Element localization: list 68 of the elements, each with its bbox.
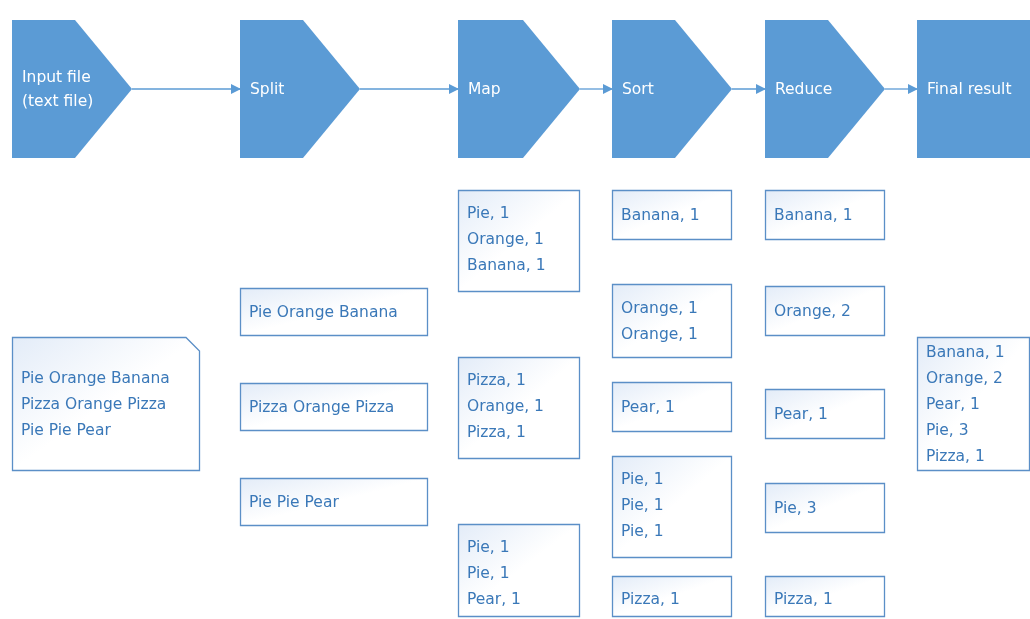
- data-text: Pie, 1: [467, 563, 511, 584]
- data-text: Pie, 3: [774, 498, 817, 519]
- data-text: Pear, 1: [774, 404, 828, 425]
- data-text: Orange, 1: [621, 298, 698, 319]
- step-label: Split: [250, 79, 286, 100]
- data-box: [240, 288, 428, 336]
- data-text: Pie Orange Banana: [249, 302, 398, 323]
- step-label: Final result: [927, 79, 1012, 100]
- step-label: Sort: [622, 79, 655, 100]
- data-text: Pie, 1: [621, 469, 664, 490]
- data-box: [458, 190, 580, 292]
- process-step: [765, 20, 885, 158]
- process-step: [612, 20, 732, 158]
- document-shape: [12, 337, 200, 471]
- data-text: Banana, 1: [774, 205, 853, 226]
- data-text: Pie, 1: [621, 521, 664, 542]
- process-box: [917, 20, 1030, 158]
- data-box: [612, 456, 732, 558]
- data-text: Pizza Orange Pizza: [21, 394, 168, 415]
- data-text: Pear, 1: [926, 394, 981, 415]
- data-text: Pizza, 1: [774, 589, 833, 610]
- data-text: Banana, 1: [621, 205, 700, 226]
- data-box: [612, 284, 732, 358]
- step-label: Map: [468, 79, 502, 100]
- data-box: [612, 190, 732, 240]
- data-text: Pizza, 1: [926, 446, 986, 467]
- data-box: [765, 483, 885, 533]
- data-text: Pie Pie Pear: [21, 420, 112, 441]
- data-box: [765, 576, 885, 617]
- data-text: Pear, 1: [467, 589, 521, 610]
- process-step: [240, 20, 360, 158]
- data-box: [458, 357, 580, 459]
- data-box: [612, 382, 732, 432]
- process-step: [12, 20, 132, 158]
- data-box: [612, 576, 732, 617]
- data-text: Pie, 1: [467, 537, 511, 558]
- data-box: [240, 478, 428, 526]
- data-text: Orange, 2: [774, 301, 851, 322]
- data-text: Pie Orange Banana: [21, 368, 170, 389]
- step-label: Reduce: [775, 79, 834, 100]
- step-label: Input file (text file): [22, 67, 95, 112]
- data-box: [458, 524, 580, 617]
- data-text: Pie, 3: [926, 420, 970, 441]
- arrow: [131, 84, 241, 94]
- data-text: Orange, 1: [467, 396, 544, 417]
- data-text: Pizza, 1: [467, 370, 527, 391]
- arrow: [884, 84, 918, 94]
- arrow: [359, 84, 459, 94]
- data-text: Banana, 1: [926, 342, 1005, 363]
- arrow: [731, 84, 766, 94]
- data-text: Banana, 1: [467, 255, 546, 276]
- data-text: Pizza, 1: [621, 589, 680, 610]
- data-box: [765, 190, 885, 240]
- process-step: [458, 20, 580, 158]
- data-text: Orange, 2: [926, 368, 1004, 389]
- data-text: Pie, 1: [467, 203, 511, 224]
- data-text: Pizza Orange Pizza: [249, 397, 395, 418]
- data-box: [240, 383, 428, 431]
- data-box: [765, 286, 885, 336]
- arrow: [579, 84, 613, 94]
- data-text: Pie Pie Pear: [249, 492, 339, 513]
- data-text: Orange, 1: [621, 324, 698, 345]
- data-text: Orange, 1: [467, 229, 545, 250]
- data-text: Pie, 1: [621, 495, 664, 516]
- data-box: [917, 337, 1030, 471]
- data-text: Pear, 1: [621, 397, 675, 418]
- data-text: Pizza, 1: [467, 422, 527, 443]
- data-box: [765, 389, 885, 439]
